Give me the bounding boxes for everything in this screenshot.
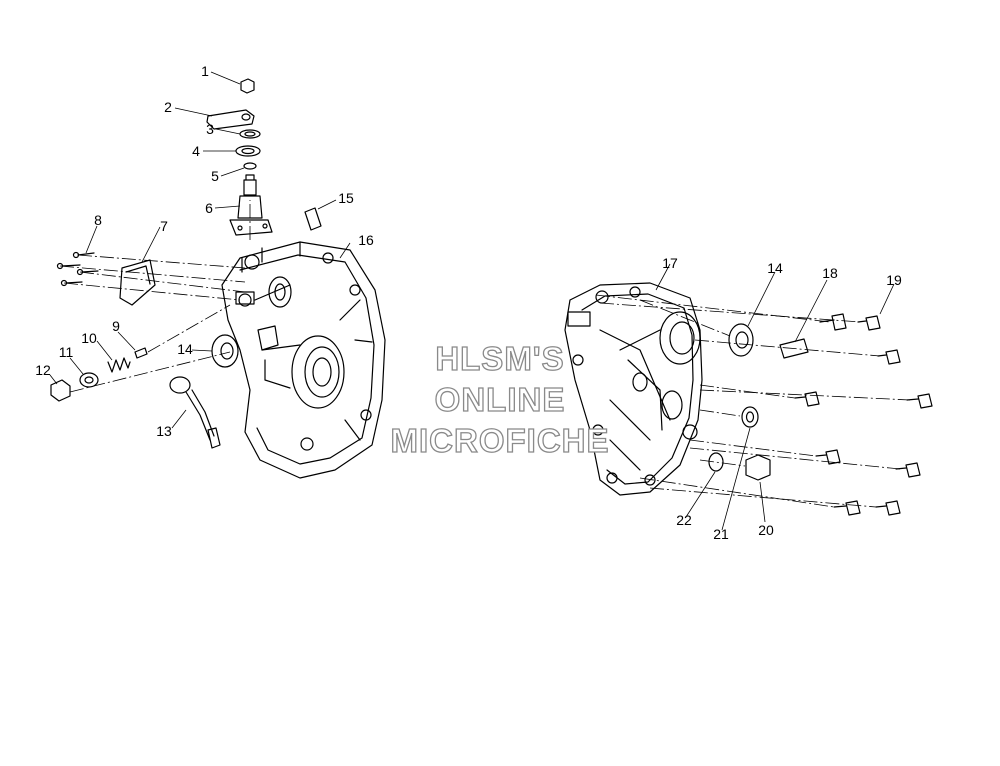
- callout-8: 8: [94, 212, 102, 228]
- dowel-pin: [304, 207, 322, 231]
- spring: [107, 357, 131, 373]
- leader-lines: [49, 71, 895, 531]
- seal-right: [728, 323, 754, 357]
- callout-7: 7: [160, 218, 168, 234]
- callout-14-right: 14: [767, 260, 783, 276]
- callout-14-left: 14: [177, 341, 193, 357]
- callout-21: 21: [713, 526, 729, 542]
- callout-16: 16: [358, 232, 374, 248]
- nut: [745, 454, 771, 481]
- callout-9: 9: [112, 318, 120, 334]
- callout-11: 11: [58, 344, 74, 360]
- shift-shaft-assembly: [206, 78, 273, 236]
- washer-right: [741, 406, 759, 428]
- cover-plate: [119, 259, 156, 306]
- watermark-line-1: HLSM'S: [435, 339, 565, 377]
- dipstick: [169, 376, 221, 449]
- callout-19: 19: [886, 272, 902, 288]
- plug: [50, 379, 71, 402]
- callout-12: 12: [35, 362, 51, 378]
- callout-18: 18: [822, 265, 838, 281]
- callout-4: 4: [192, 143, 200, 159]
- label-decal: [779, 338, 809, 359]
- callout-6: 6: [205, 200, 213, 216]
- callout-22: 22: [676, 512, 692, 528]
- callout-10: 10: [81, 330, 97, 346]
- callout-1: 1: [201, 63, 209, 79]
- callout-13: 13: [156, 423, 172, 439]
- assembly-lines: [59, 200, 911, 508]
- callout-17: 17: [662, 255, 678, 271]
- callout-3: 3: [206, 121, 214, 137]
- detent-pin: [134, 347, 148, 359]
- watermark-line-2: ONLINE: [434, 380, 566, 418]
- o-ring: [708, 452, 724, 472]
- callout-15: 15: [338, 190, 354, 206]
- seal-left: [211, 334, 239, 368]
- right-case-housing: [564, 282, 703, 496]
- bolts: [794, 313, 933, 516]
- watermark-line-3: MICROFICHE: [390, 421, 610, 459]
- washer: [79, 372, 99, 388]
- callout-2: 2: [164, 99, 172, 115]
- left-case-housing: [221, 241, 386, 479]
- callout-20: 20: [758, 522, 774, 538]
- callout-5: 5: [211, 168, 219, 184]
